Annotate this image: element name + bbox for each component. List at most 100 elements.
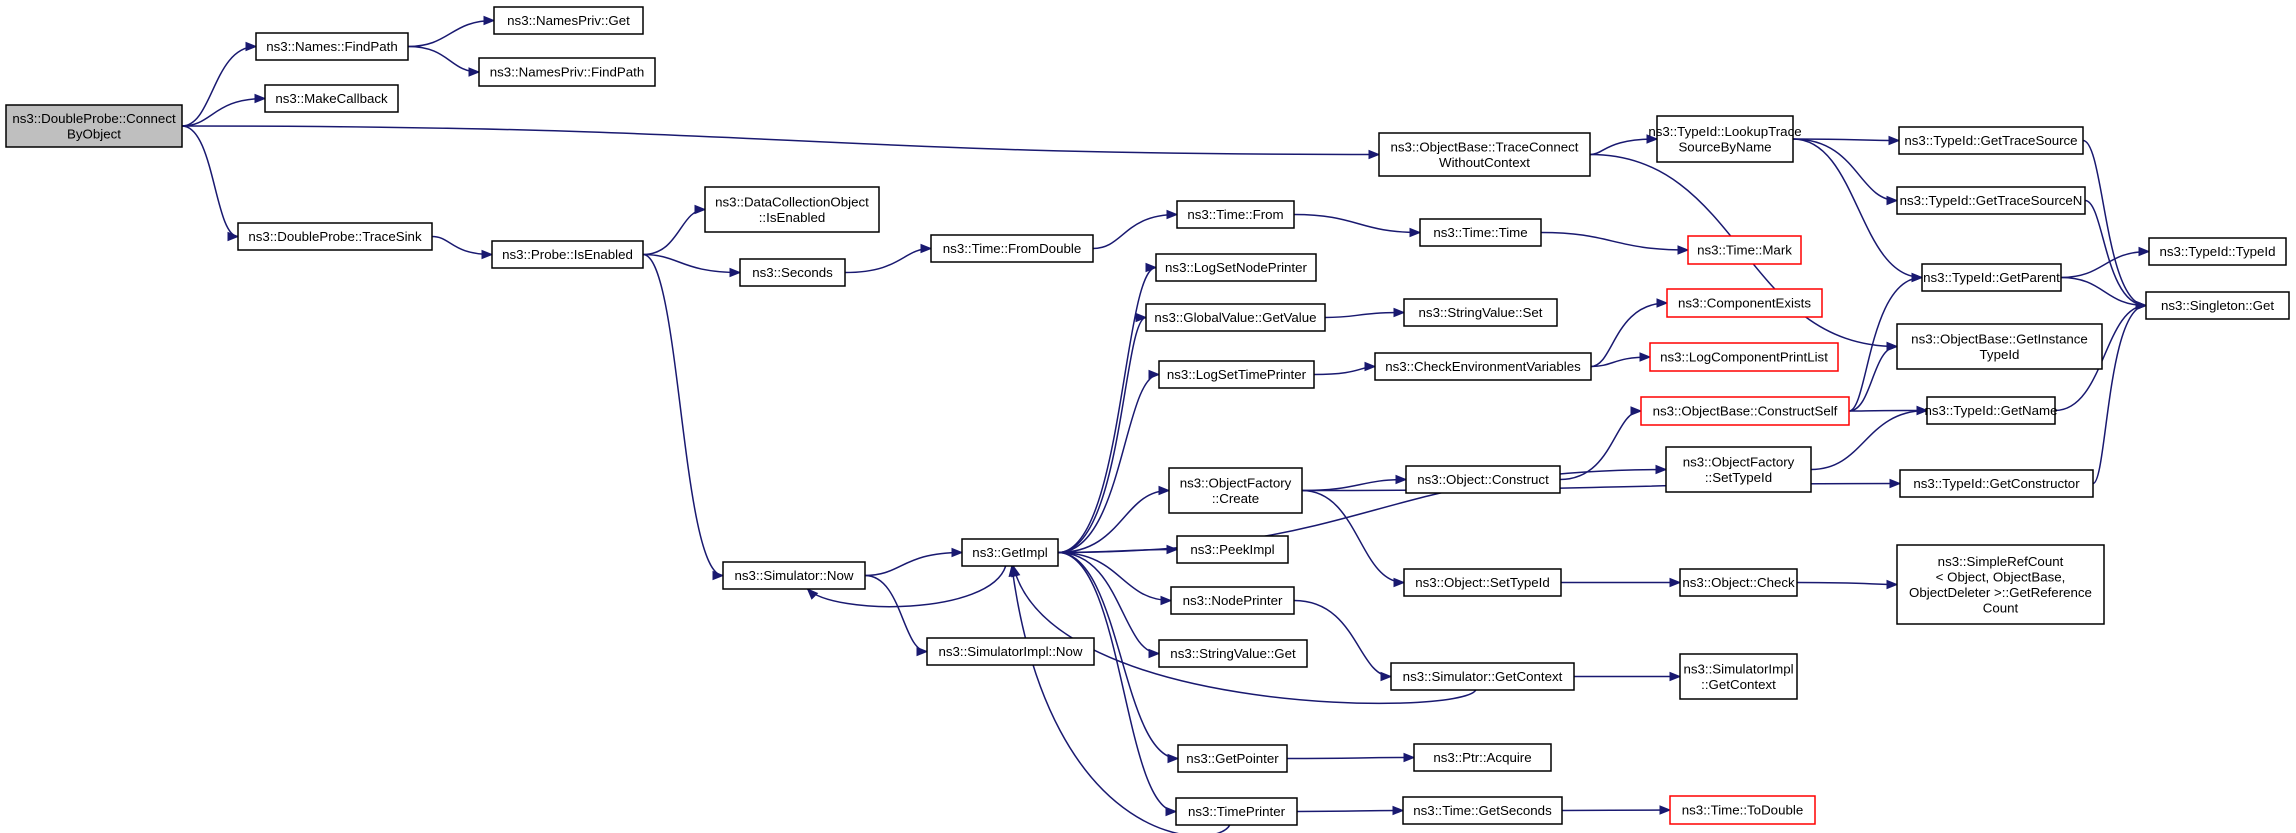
node-label: ns3::ObjectBase::TraceConnect — [1391, 139, 1579, 154]
node-getparent[interactable]: ns3::TypeId::GetParent — [1921, 263, 2062, 292]
edge-getimpl-to-objectfactory_settypeid — [1057, 464, 1668, 554]
node-label: TypeId — [1980, 347, 2020, 362]
node-label: ::SetTypeId — [1705, 470, 1772, 485]
node-constructself[interactable]: ns3::ObjectBase::ConstructSelf — [1640, 396, 1850, 426]
node-label: SourceByName — [1678, 139, 1771, 154]
edge-getimpl-to-logsettimeprinter — [1057, 369, 1161, 554]
node-gettracesourcen[interactable]: ns3::TypeId::GetTraceSourceN — [1896, 186, 2086, 215]
node-seconds[interactable]: ns3::Seconds — [739, 258, 846, 287]
node-box — [1679, 568, 1798, 597]
node-object_check[interactable]: ns3::Object::Check — [1679, 568, 1798, 597]
node-time_time[interactable]: ns3::Time::Time — [1419, 218, 1542, 247]
node-stringvalue_set[interactable]: ns3::StringValue::Set — [1403, 298, 1558, 327]
edge-simulator_now-to-getimpl — [864, 547, 964, 577]
node-stringvalue_get[interactable]: ns3::StringValue::Get — [1158, 639, 1308, 668]
node-box — [237, 222, 433, 251]
node-getpointer[interactable]: ns3::GetPointer — [1177, 744, 1288, 773]
node-time_fromdouble[interactable]: ns3::Time::FromDouble — [930, 234, 1094, 263]
node-object_settypeid[interactable]: ns3::Object::SetTypeId — [1403, 568, 1562, 597]
edge-object_settypeid-to-object_check — [1561, 577, 1682, 588]
node-label: ns3::GetImpl — [972, 545, 1047, 560]
edge-constructself-to-getparent — [1848, 272, 1924, 412]
edge-root-to-traceconnect — [181, 125, 1381, 160]
node-objectfactory_create[interactable]: ns3::ObjectFactory::Create — [1168, 467, 1303, 514]
node-box — [1413, 743, 1552, 772]
node-label: ns3::PeekImpl — [1190, 542, 1274, 557]
node-componentexists[interactable]: ns3::ComponentExists — [1666, 288, 1823, 318]
edge-names_findpath-to-namespriv_get — [407, 15, 496, 48]
node-label: ns3::Ptr::Acquire — [1433, 750, 1531, 765]
node-box — [1640, 396, 1850, 426]
node-traceconnect[interactable]: ns3::ObjectBase::TraceConnectWithoutCont… — [1378, 132, 1591, 177]
node-label: ns3::StringValue::Set — [1419, 305, 1543, 320]
node-globalvalue_getvalue[interactable]: ns3::GlobalValue::GetValue — [1145, 303, 1326, 332]
node-box — [1374, 352, 1592, 381]
node-simulatorimpl_now[interactable]: ns3::SimulatorImpl::Now — [926, 637, 1095, 666]
node-checkenv[interactable]: ns3::CheckEnvironmentVariables — [1374, 352, 1592, 381]
node-label: ns3::TypeId::TypeId — [2159, 244, 2275, 259]
node-label: ns3::TypeId::GetTraceSourceN — [1900, 193, 2083, 208]
node-box — [478, 57, 656, 87]
node-typeid_typeid[interactable]: ns3::TypeId::TypeId — [2148, 237, 2287, 266]
node-ptr_acquire[interactable]: ns3::Ptr::Acquire — [1413, 743, 1552, 772]
edge-timeprinter-to-getimpl — [1008, 564, 1231, 833]
node-time_from[interactable]: ns3::Time::From — [1176, 200, 1295, 229]
node-label: ns3::GetPointer — [1186, 751, 1279, 766]
edge-timeprinter-to-time_getseconds — [1296, 805, 1405, 816]
node-box — [1155, 253, 1317, 282]
node-names_findpath[interactable]: ns3::Names::FindPath — [255, 32, 409, 61]
node-dco_isenabled[interactable]: ns3::DataCollectionObject::IsEnabled — [704, 186, 880, 233]
edge-getconstructor-to-singleton_get — [2092, 300, 2148, 485]
node-time_todouble[interactable]: ns3::Time::ToDouble — [1669, 795, 1816, 825]
edge-checkenv-to-componentexists — [1590, 298, 1669, 368]
node-label: ns3::NodePrinter — [1183, 593, 1283, 608]
node-label: ns3::ObjectFactory — [1180, 475, 1292, 490]
node-makecallback[interactable]: ns3::MakeCallback — [264, 84, 399, 113]
node-label: ns3::GlobalValue::GetValue — [1154, 310, 1316, 325]
node-box — [1378, 132, 1591, 177]
node-getconstructor[interactable]: ns3::TypeId::GetConstructor — [1899, 469, 2094, 498]
node-time_mark[interactable]: ns3::Time::Mark — [1687, 235, 1802, 265]
node-getname[interactable]: ns3::TypeId::GetName — [1924, 396, 2058, 425]
node-peekimpl[interactable]: ns3::PeekImpl — [1176, 535, 1289, 564]
node-box — [1145, 303, 1326, 332]
node-box — [739, 258, 846, 287]
node-label: ::GetContext — [1701, 677, 1776, 692]
node-simulator_getcontext[interactable]: ns3::Simulator::GetContext — [1390, 662, 1575, 691]
node-logcomponentprintlist[interactable]: ns3::LogComponentPrintList — [1649, 342, 1839, 372]
node-time_getseconds[interactable]: ns3::Time::GetSeconds — [1402, 796, 1563, 825]
node-box — [1679, 653, 1798, 700]
node-probe_isenabled[interactable]: ns3::Probe::IsEnabled — [491, 240, 644, 269]
node-namespriv_findpath[interactable]: ns3::NamesPriv::FindPath — [478, 57, 656, 87]
node-logsetnodeprinter[interactable]: ns3::LogSetNodePrinter — [1155, 253, 1317, 282]
node-label: ns3::Seconds — [752, 265, 833, 280]
node-label: ns3::NamesPriv::FindPath — [490, 65, 644, 80]
node-simulator_now[interactable]: ns3::Simulator::Now — [722, 561, 866, 590]
node-label: ns3::MakeCallback — [275, 91, 388, 106]
node-label: ns3::TypeId::GetName — [1924, 403, 2057, 418]
edge-simulator_now-to-simulatorimpl_now — [864, 574, 929, 657]
node-box — [1402, 796, 1563, 825]
node-label: ns3::Time::Mark — [1697, 243, 1792, 258]
node-label: ns3::DataCollectionObject — [715, 194, 869, 209]
node-gettracesource[interactable]: ns3::TypeId::GetTraceSource — [1898, 126, 2084, 155]
node-namespriv_get[interactable]: ns3::NamesPriv::Get — [493, 6, 644, 35]
node-timeprinter[interactable]: ns3::TimePrinter — [1175, 797, 1298, 826]
node-singleton_get[interactable]: ns3::Singleton::Get — [2145, 291, 2290, 320]
node-box — [1669, 795, 1816, 825]
node-logsettimeprinter[interactable]: ns3::LogSetTimePrinter — [1158, 360, 1315, 389]
node-tracesink[interactable]: ns3::DoubleProbe::TraceSink — [237, 222, 433, 251]
node-box — [1665, 446, 1812, 493]
node-box — [491, 240, 644, 269]
edge-getpointer-to-ptr_acquire — [1286, 752, 1416, 763]
node-simplerefcount[interactable]: ns3::SimpleRefCount< Object, ObjectBase,… — [1896, 544, 2105, 625]
node-getimpl[interactable]: ns3::GetImpl — [961, 538, 1059, 567]
node-nodeprinter[interactable]: ns3::NodePrinter — [1170, 586, 1295, 615]
node-objectfactory_settypeid[interactable]: ns3::ObjectFactory::SetTypeId — [1665, 446, 1812, 493]
node-simulatorimpl_getcontext[interactable]: ns3::SimulatorImpl::GetContext — [1679, 653, 1798, 700]
node-object_construct[interactable]: ns3::Object::Construct — [1405, 465, 1561, 494]
